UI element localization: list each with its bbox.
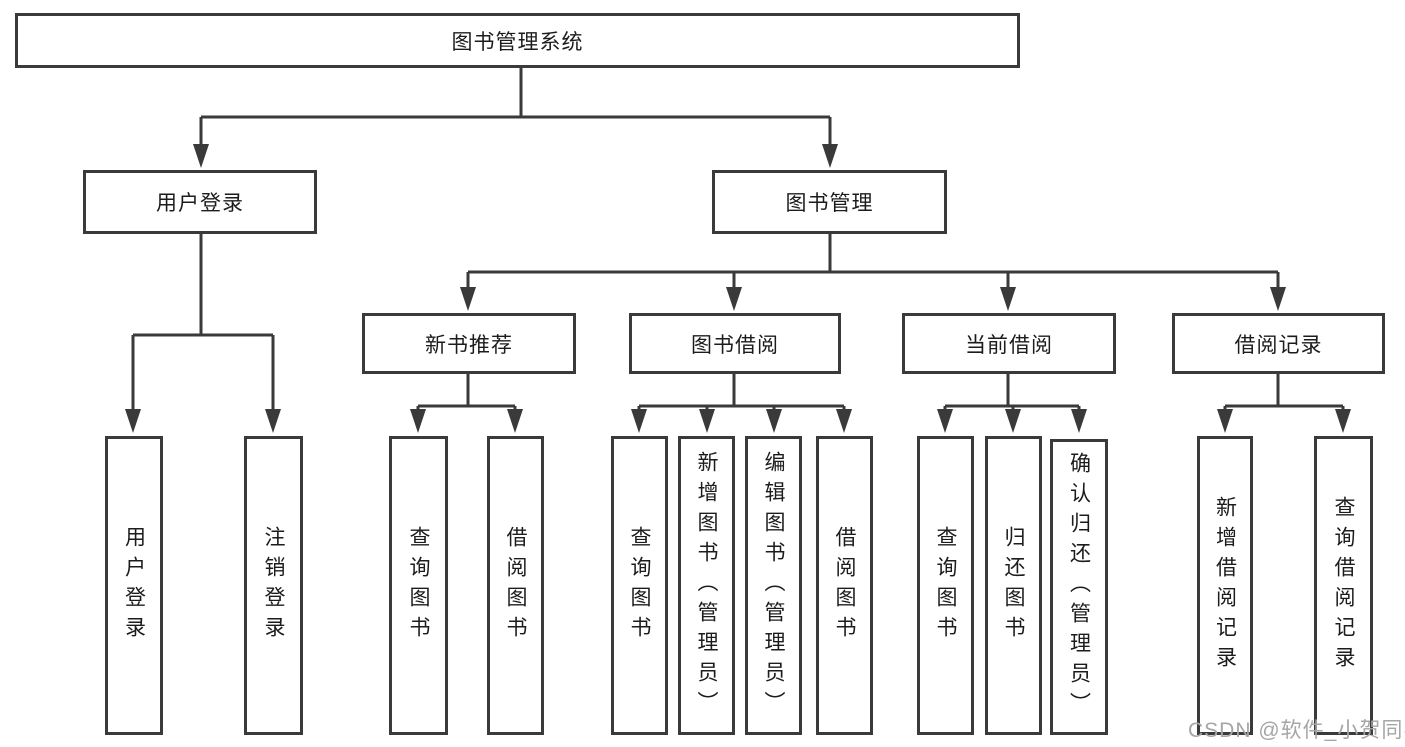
leaf-query-borrow-record-label: 查询借阅记录	[1332, 495, 1355, 676]
leaf-borrow-books-recommend-label: 借阅图书	[504, 525, 527, 646]
node-borrowing-records: 借阅记录	[1172, 313, 1385, 374]
leaf-add-borrow-record: 新增借阅记录	[1197, 436, 1253, 735]
leaf-query-books-current: 查询图书	[917, 436, 974, 735]
csdn-watermark: CSDN @软件_小贺同学	[1188, 719, 1405, 742]
leaf-confirm-return-admin: 确认归还（管理员）	[1050, 439, 1108, 735]
leaf-borrow-books-recommend: 借阅图书	[487, 436, 544, 735]
leaf-edit-books-admin-label: 编辑图书（管理员）	[762, 450, 785, 721]
node-new-book-recommendation: 新书推荐	[362, 313, 576, 374]
leaf-query-books-recommend: 查询图书	[389, 436, 448, 735]
leaf-query-books-current-label: 查询图书	[934, 525, 957, 646]
leaf-borrow-books-borrowing-label: 借阅图书	[833, 525, 856, 646]
leaf-logout-label: 注销登录	[262, 525, 285, 646]
leaf-user-login: 用户登录	[105, 436, 163, 735]
leaf-query-books-borrowing: 查询图书	[611, 436, 668, 735]
node-book-borrowing: 图书借阅	[629, 313, 841, 374]
node-user-login: 用户登录	[83, 170, 317, 234]
leaf-confirm-return-admin-label: 确认归还（管理员）	[1067, 452, 1091, 722]
leaf-logout: 注销登录	[244, 436, 303, 735]
leaf-borrow-books-borrowing: 借阅图书	[816, 436, 873, 735]
leaf-edit-books-admin: 编辑图书（管理员）	[745, 436, 802, 735]
node-current-borrowing: 当前借阅	[902, 313, 1116, 374]
leaf-query-borrow-record: 查询借阅记录	[1314, 436, 1373, 735]
leaf-add-books-admin-label: 新增图书（管理员）	[695, 450, 718, 721]
node-book-management: 图书管理	[712, 170, 947, 234]
leaf-add-borrow-record-label: 新增借阅记录	[1213, 495, 1237, 676]
leaf-return-books: 归还图书	[985, 436, 1042, 735]
leaf-return-books-label: 归还图书	[1002, 525, 1025, 646]
leaf-query-books-borrowing-label: 查询图书	[628, 525, 651, 646]
node-library-management-system: 图书管理系统	[15, 13, 1020, 68]
leaf-user-login-label: 用户登录	[122, 525, 146, 646]
leaf-add-books-admin: 新增图书（管理员）	[678, 436, 735, 735]
leaf-query-books-recommend-label: 查询图书	[407, 525, 430, 646]
arrowheads	[125, 144, 1351, 433]
